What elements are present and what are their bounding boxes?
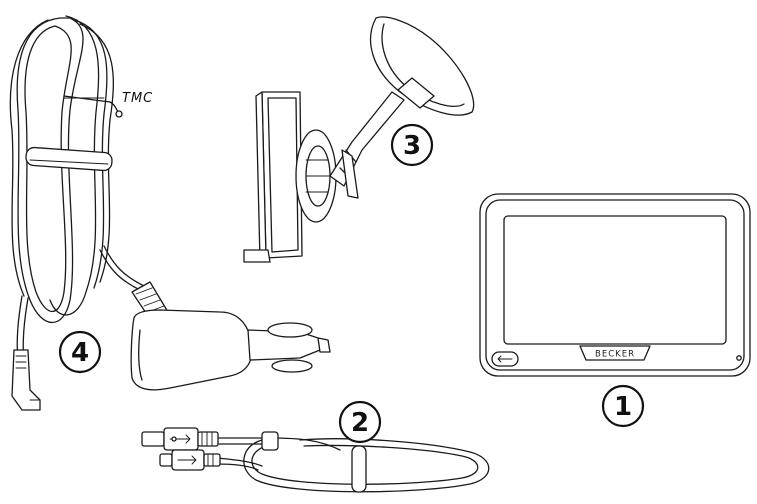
callout-2-number: 2	[351, 408, 369, 438]
callout-1: 1	[601, 384, 645, 428]
cigarette-lighter-plug	[130, 281, 331, 391]
navigation-device	[479, 193, 751, 377]
callout-3-number: 3	[403, 131, 421, 161]
device-holder	[243, 16, 475, 263]
callout-4-number: 4	[71, 338, 89, 368]
callout-3: 3	[390, 123, 434, 167]
tmc-label: TMC	[122, 91, 153, 106]
brand-label: BECKER	[595, 350, 635, 360]
callout-4: 4	[58, 330, 102, 374]
car-charger-cable	[9, 15, 167, 411]
usb-cable	[141, 427, 490, 493]
callout-2: 2	[338, 400, 382, 444]
callout-1-number: 1	[614, 392, 632, 422]
